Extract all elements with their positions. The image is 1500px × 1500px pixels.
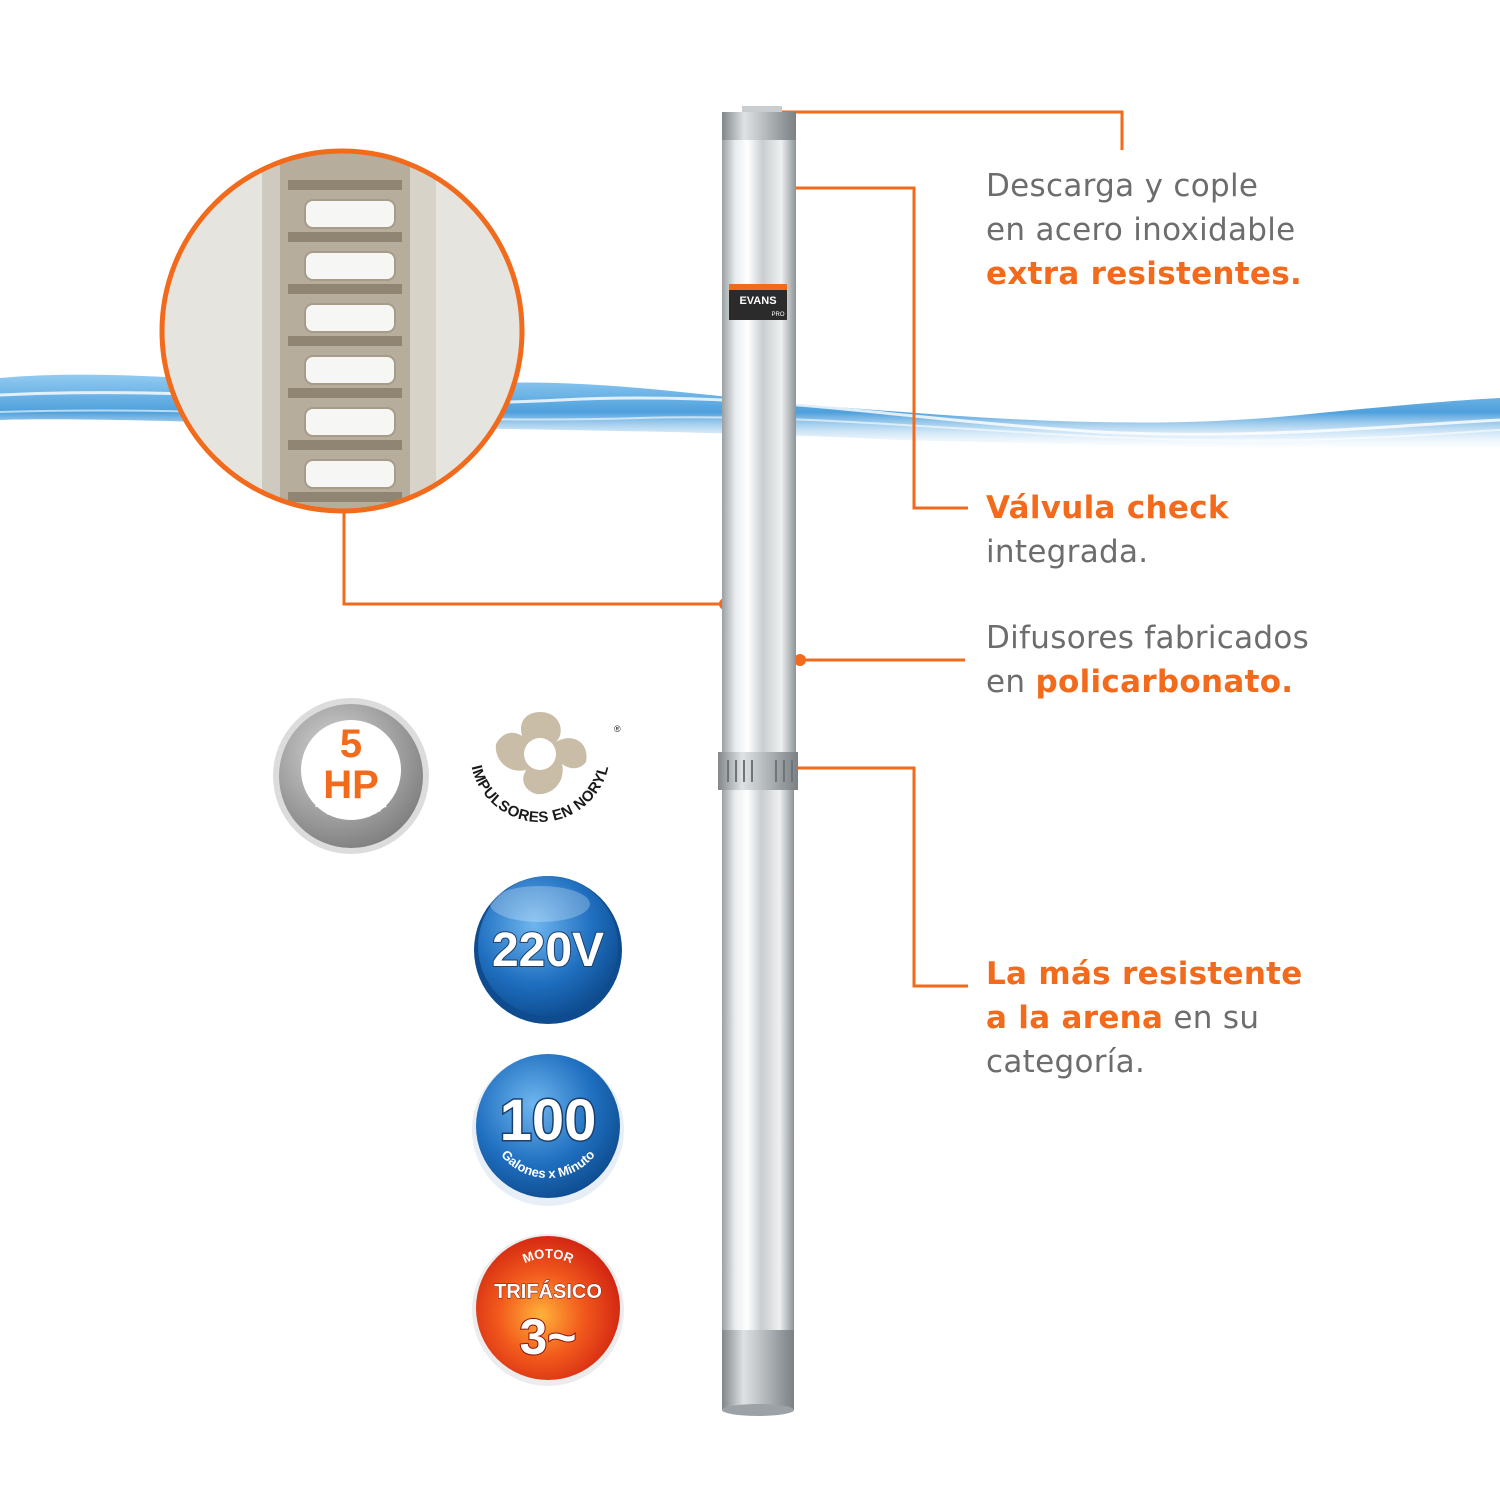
submersible-pump: EVANS PRO bbox=[718, 106, 798, 1416]
svg-text:®: ® bbox=[614, 724, 621, 734]
svg-text:220V: 220V bbox=[492, 924, 604, 977]
feature-sand-rest-2: categoría. bbox=[986, 1044, 1146, 1080]
callout-line-check-valve bbox=[772, 186, 968, 510]
feature-discharge: Descarga y cople en acero inoxidable ext… bbox=[986, 164, 1302, 296]
feature-check-valve: Válvula check integrada. bbox=[986, 486, 1229, 574]
badge-flow: 100 Galones x Minuto bbox=[472, 1054, 624, 1206]
callout-line-discharge bbox=[760, 110, 1124, 150]
feature-sand-rest-1: en su bbox=[1163, 1000, 1260, 1036]
svg-text:MOTOR: MOTOR bbox=[520, 1246, 576, 1266]
evans-logo: EVANS PRO bbox=[729, 284, 787, 320]
badge-voltage: 220V bbox=[474, 876, 622, 1024]
callout-lines bbox=[342, 110, 1124, 988]
feature-diffusers-prefix: en bbox=[986, 664, 1036, 700]
svg-text:5: 5 bbox=[340, 722, 362, 766]
badge-impellers-noryl: IMPULSORES EN NORYL ® bbox=[468, 706, 621, 826]
callout-line-sand bbox=[768, 766, 968, 988]
feature-sand: La más resistente a la arena en su categ… bbox=[986, 952, 1303, 1084]
svg-text:HP: HP bbox=[323, 763, 379, 807]
callout-line-zoom bbox=[342, 502, 725, 606]
svg-text:100: 100 bbox=[500, 1088, 597, 1153]
svg-text:TRIFÁSICO: TRIFÁSICO bbox=[494, 1280, 602, 1303]
feature-discharge-highlight: extra resistentes. bbox=[986, 256, 1303, 292]
svg-text:PRO: PRO bbox=[771, 312, 784, 318]
feature-discharge-line2: en acero inoxidable bbox=[986, 212, 1296, 248]
feature-check-valve-rest: integrada. bbox=[986, 534, 1149, 570]
feature-diffusers: Difusores fabricados en policarbonato. bbox=[986, 616, 1309, 704]
feature-diffusers-line1: Difusores fabricados bbox=[986, 620, 1310, 656]
feature-discharge-line1: Descarga y cople bbox=[986, 168, 1259, 204]
feature-sand-highlight-2: a la arena bbox=[986, 1000, 1164, 1036]
feature-diffusers-highlight: policarbonato. bbox=[1035, 664, 1294, 700]
pump-interior-zoom bbox=[159, 148, 525, 514]
svg-text:3~: 3~ bbox=[519, 1309, 576, 1365]
svg-text:EVANS: EVANS bbox=[739, 295, 776, 307]
badge-power: 5 HP POTENCIA bbox=[273, 698, 429, 854]
feature-check-valve-highlight: Válvula check bbox=[986, 490, 1229, 526]
badge-motor: MOTOR TRIFÁSICO 3~ bbox=[472, 1234, 624, 1386]
feature-sand-highlight-1: La más resistente bbox=[986, 956, 1303, 992]
